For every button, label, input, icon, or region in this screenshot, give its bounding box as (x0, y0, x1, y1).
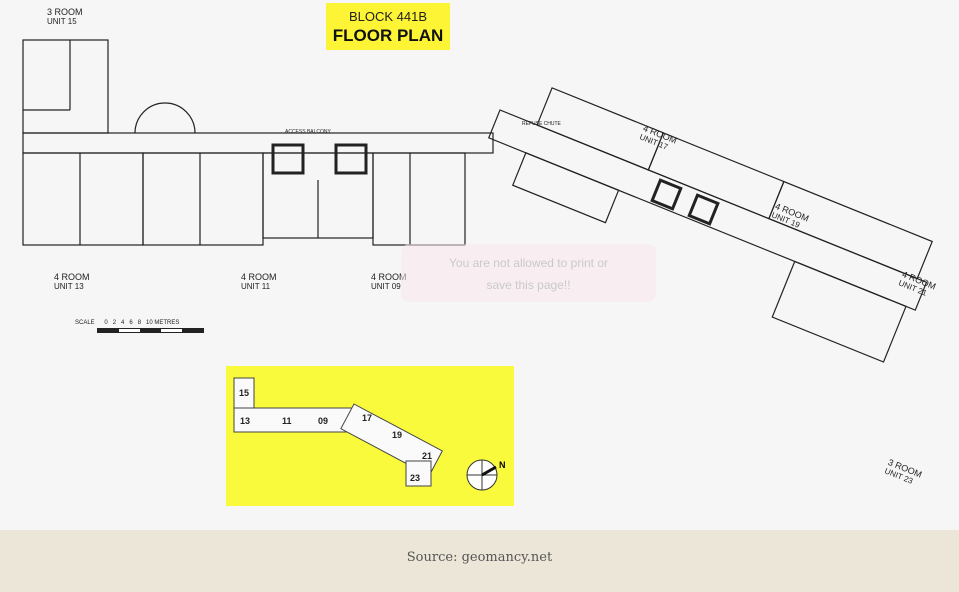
block-number: BLOCK 441B (348, 9, 428, 24)
scale-bar: SCALE 0 2 4 6 8 10 METRES (75, 320, 204, 333)
refuse-chute-label: REFUSE CHUTE (522, 121, 561, 127)
floor-plan-drawing (22, 39, 933, 363)
north-label: N (499, 460, 506, 470)
key-unit-09: 09 (318, 416, 328, 426)
unit-type: 4 ROOM (54, 272, 90, 282)
key-unit-23: 23 (410, 473, 420, 483)
key-unit-11: 11 (282, 416, 292, 426)
key-unit-21: 21 (422, 451, 432, 461)
floor-plan-title: BLOCK 441B FLOOR PLAN (326, 3, 450, 50)
scale-ticks: 0 2 4 6 8 10 METRES (104, 320, 180, 326)
unit-type: 4 ROOM (371, 272, 407, 282)
scale-graphic (97, 328, 204, 333)
floor-plan-heading: FLOOR PLAN (332, 26, 444, 45)
unit-number: UNIT 13 (54, 282, 84, 291)
key-unit-19: 19 (392, 430, 402, 440)
print-warning-toast: You are not allowed to print or save thi… (401, 244, 656, 302)
key-unit-15: 15 (239, 388, 249, 398)
unit-number: UNIT 11 (241, 282, 271, 291)
toast-line-1: You are not allowed to print or (449, 256, 608, 270)
key-plan: 15 13 11 09 17 19 21 23 N (226, 366, 514, 506)
key-unit-13: 13 (240, 416, 250, 426)
north-arrow-icon: N (466, 459, 506, 491)
unit-number: UNIT 09 (371, 282, 401, 291)
toast-line-2: save this page!! (486, 278, 571, 292)
key-plan-drawing: 15 13 11 09 17 19 21 23 N (233, 377, 506, 491)
unit-type: 3 ROOM (47, 7, 83, 17)
image-caption: Source: geomancy.net (0, 530, 959, 592)
source-credit: Source: geomancy.net (406, 550, 553, 565)
unit-type: 4 ROOM (241, 272, 277, 282)
key-unit-17: 17 (362, 413, 372, 423)
access-balcony-label: ACCESS BALCONY (285, 129, 331, 135)
scale-label: SCALE (75, 320, 95, 326)
unit-number: UNIT 15 (47, 17, 77, 26)
